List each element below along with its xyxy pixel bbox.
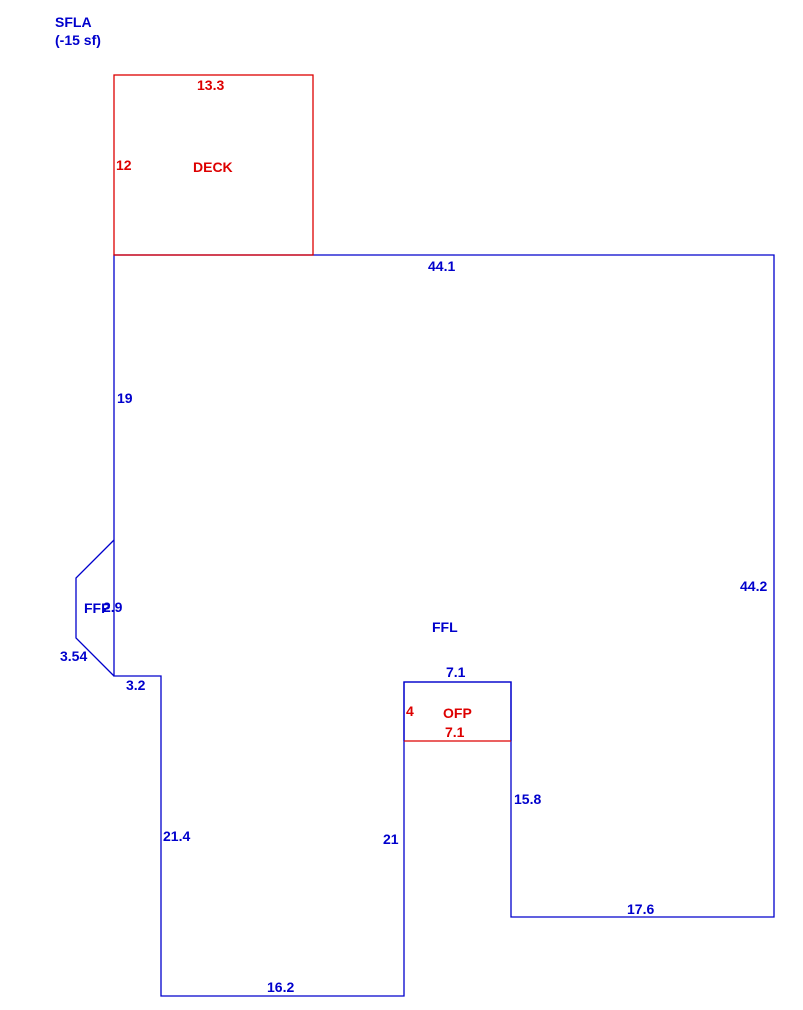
ffl-left-dimension: 19 bbox=[117, 390, 133, 406]
ofp-name-label: OFP bbox=[443, 705, 472, 721]
ofp-bottom-dimension: 7.1 bbox=[445, 724, 465, 740]
ofp-top-dimension: 7.1 bbox=[446, 664, 466, 680]
deck-outline bbox=[113, 74, 314, 256]
ffp-diag-dimension: 3.54 bbox=[60, 648, 87, 664]
deck-name-label: DECK bbox=[193, 159, 233, 175]
ffl-right-dimension: 44.2 bbox=[740, 578, 767, 594]
ofp-outline bbox=[403, 681, 512, 741]
ffl-left-lower-dimension: 21.4 bbox=[163, 828, 190, 844]
ffl-bottom-right-dimension: 17.6 bbox=[627, 901, 654, 917]
ffl-bottom-dimension: 16.2 bbox=[267, 979, 294, 995]
deck-left-dimension: 12 bbox=[116, 157, 132, 173]
ffl-inner-right-dimension: 15.8 bbox=[514, 791, 541, 807]
ffp-side-dimension: 2.9 bbox=[103, 599, 123, 615]
ffl-top-dimension: 44.1 bbox=[428, 258, 455, 274]
ffl-step-dimension: 3.2 bbox=[126, 677, 146, 693]
ofp-left-dimension: 4 bbox=[406, 703, 414, 719]
ffp-outline bbox=[75, 539, 115, 677]
sfla-subtitle: (-15 sf) bbox=[55, 32, 101, 48]
ffp-name-label: FFP bbox=[84, 600, 110, 616]
ffl-name-label: FFL bbox=[432, 619, 458, 635]
deck-top-dimension: 13.3 bbox=[197, 77, 224, 93]
sfla-title: SFLA bbox=[55, 14, 92, 30]
ffl-inner-left-dimension: 21 bbox=[383, 831, 399, 847]
